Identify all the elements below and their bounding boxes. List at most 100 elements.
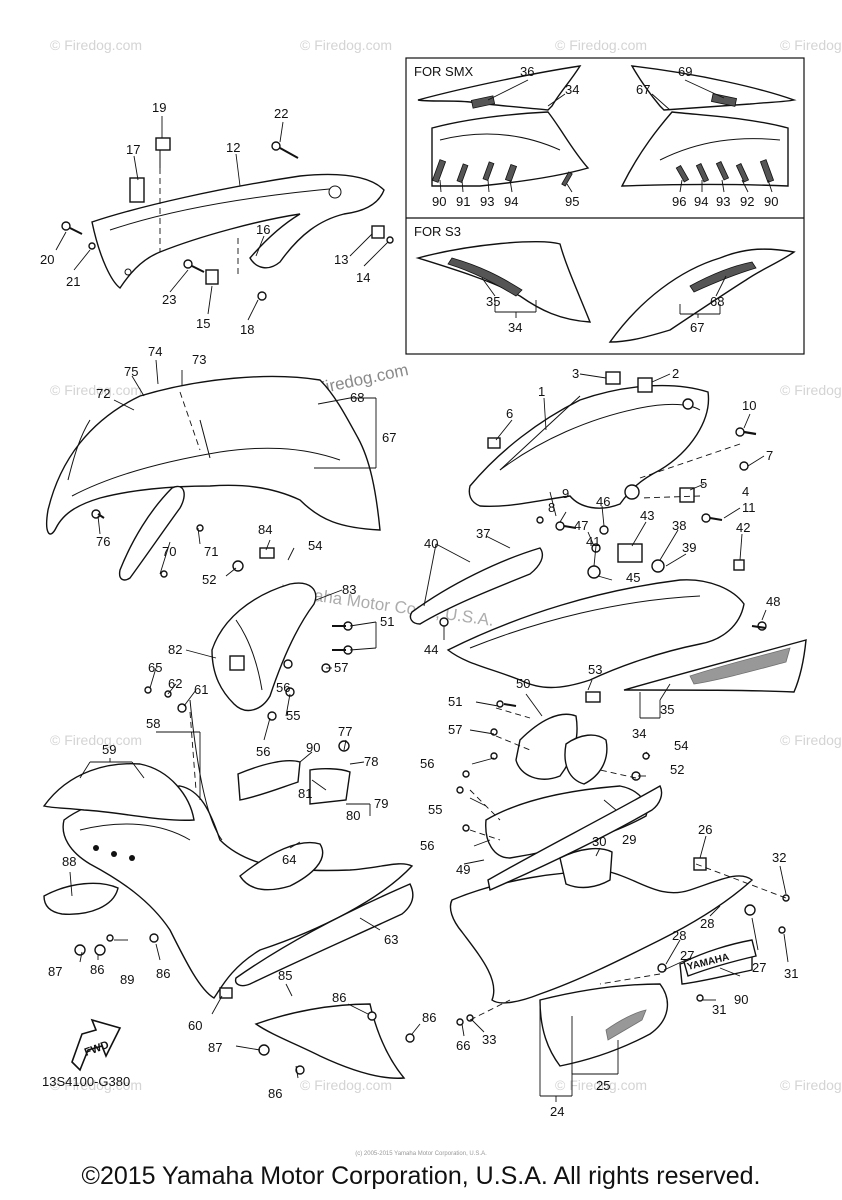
headlight-stay-bracket [61, 137, 394, 301]
callout: 53 [588, 662, 602, 677]
callout: 85 [278, 968, 292, 983]
callout: 86 [268, 1086, 282, 1101]
callout: 81 [298, 786, 312, 801]
callout: 70 [162, 544, 176, 559]
callout: 56 [256, 744, 270, 759]
callout: 90 [432, 194, 446, 209]
callout: 6 [506, 406, 513, 421]
dashed-guides [189, 707, 661, 1021]
callout: 26 [698, 822, 712, 837]
callout: 67 [382, 430, 396, 445]
callout: 2 [672, 366, 679, 381]
callout: 23 [162, 292, 176, 307]
callout: 45 [626, 570, 640, 585]
callout: 89 [120, 972, 134, 987]
callout: 59 [102, 742, 116, 757]
callout: 67 [636, 82, 650, 97]
callout: 65 [148, 660, 162, 675]
callout: 66 [456, 1038, 470, 1053]
callout: 94 [504, 194, 518, 209]
watermark: © Firedog.com [300, 1077, 392, 1093]
callout: 56 [276, 680, 290, 695]
callout: 72 [96, 386, 110, 401]
callout: 51 [448, 694, 462, 709]
callout: 88 [62, 854, 76, 869]
watermark: © Firedog.com [780, 1077, 842, 1093]
callout: 4 [742, 484, 749, 499]
callout: 15 [196, 316, 210, 331]
callout: 36 [520, 64, 534, 79]
callout: 35 [660, 702, 674, 717]
callout: 86 [332, 990, 346, 1005]
watermark: © Firedog.com [555, 1077, 647, 1093]
callout: 34 [632, 726, 646, 741]
callout: 52 [670, 762, 684, 777]
callout: 84 [258, 522, 272, 537]
callout: 95 [565, 194, 579, 209]
callout: 96 [672, 194, 686, 209]
callout: 40 [424, 536, 438, 551]
callout: 29 [622, 832, 636, 847]
callout: 5 [700, 476, 707, 491]
callout: 14 [356, 270, 370, 285]
callout: 13 [334, 252, 348, 267]
callout: 28 [700, 916, 714, 931]
callout: 54 [674, 738, 688, 753]
watermark: © Firedog.com [555, 37, 647, 53]
callout: 56 [420, 838, 434, 853]
callout: 28 [672, 928, 686, 943]
watermark: © Firedog.com [780, 382, 842, 398]
callout: 17 [126, 142, 140, 157]
callout: 27 [752, 960, 766, 975]
callout: 32 [772, 850, 786, 865]
inner-panel [211, 547, 353, 721]
callout: 22 [274, 106, 288, 121]
right-lower-cowl: YAMAHA [449, 691, 790, 1067]
callout: 18 [240, 322, 254, 337]
callout: 87 [208, 1040, 222, 1055]
callout: 34 [508, 320, 522, 335]
callout: 31 [712, 1002, 726, 1017]
callout: 41 [586, 534, 600, 549]
copyright-notice: ©2015 Yamaha Motor Corporation, U.S.A. A… [81, 1162, 761, 1190]
callout: 90 [764, 194, 778, 209]
callout: 34 [565, 82, 579, 97]
diagram-code: 13S4100-G380 [42, 1074, 130, 1089]
callout: 77 [338, 724, 352, 739]
callout: 87 [48, 964, 62, 979]
callout: 9 [562, 486, 569, 501]
callout: 30 [592, 834, 606, 849]
watermark: © Firedog.com [50, 1077, 142, 1093]
inset-box: FOR SMX FOR S3 [405, 57, 805, 355]
callout: 27 [680, 948, 694, 963]
callout: 24 [550, 1104, 564, 1119]
callout: 56 [420, 756, 434, 771]
callout: 93 [716, 194, 730, 209]
callout: 8 [548, 500, 555, 515]
callout: 90 [734, 992, 748, 1007]
callout: 54 [308, 538, 322, 553]
callout: 37 [476, 526, 490, 541]
watermark: © Firedog.com [50, 382, 142, 398]
callout: 39 [682, 540, 696, 555]
callout: 31 [784, 966, 798, 981]
callout: 47 [574, 518, 588, 533]
callout: 62 [168, 676, 182, 691]
callout: 91 [456, 194, 470, 209]
watermark: © Firedog.com [780, 37, 842, 53]
callout: 79 [374, 796, 388, 811]
inset-s3-title: FOR S3 [414, 224, 461, 239]
callout: 94 [694, 194, 708, 209]
callout: 86 [422, 1010, 436, 1025]
lower-left-cowl [42, 686, 415, 1079]
callout: 35 [486, 294, 500, 309]
right-side-cover [409, 525, 807, 693]
callout: 44 [424, 642, 438, 657]
tiny-notice: (c) 2005-2015 Yamaha Motor Corporation, … [355, 1151, 487, 1157]
callout: 75 [124, 364, 138, 379]
callout: 86 [90, 962, 104, 977]
callout-labels: 19 17 12 22 20 21 23 15 18 16 13 14 74 7… [40, 100, 798, 1119]
callout: 90 [306, 740, 320, 755]
callout: 42 [736, 520, 750, 535]
callout: 55 [286, 708, 300, 723]
